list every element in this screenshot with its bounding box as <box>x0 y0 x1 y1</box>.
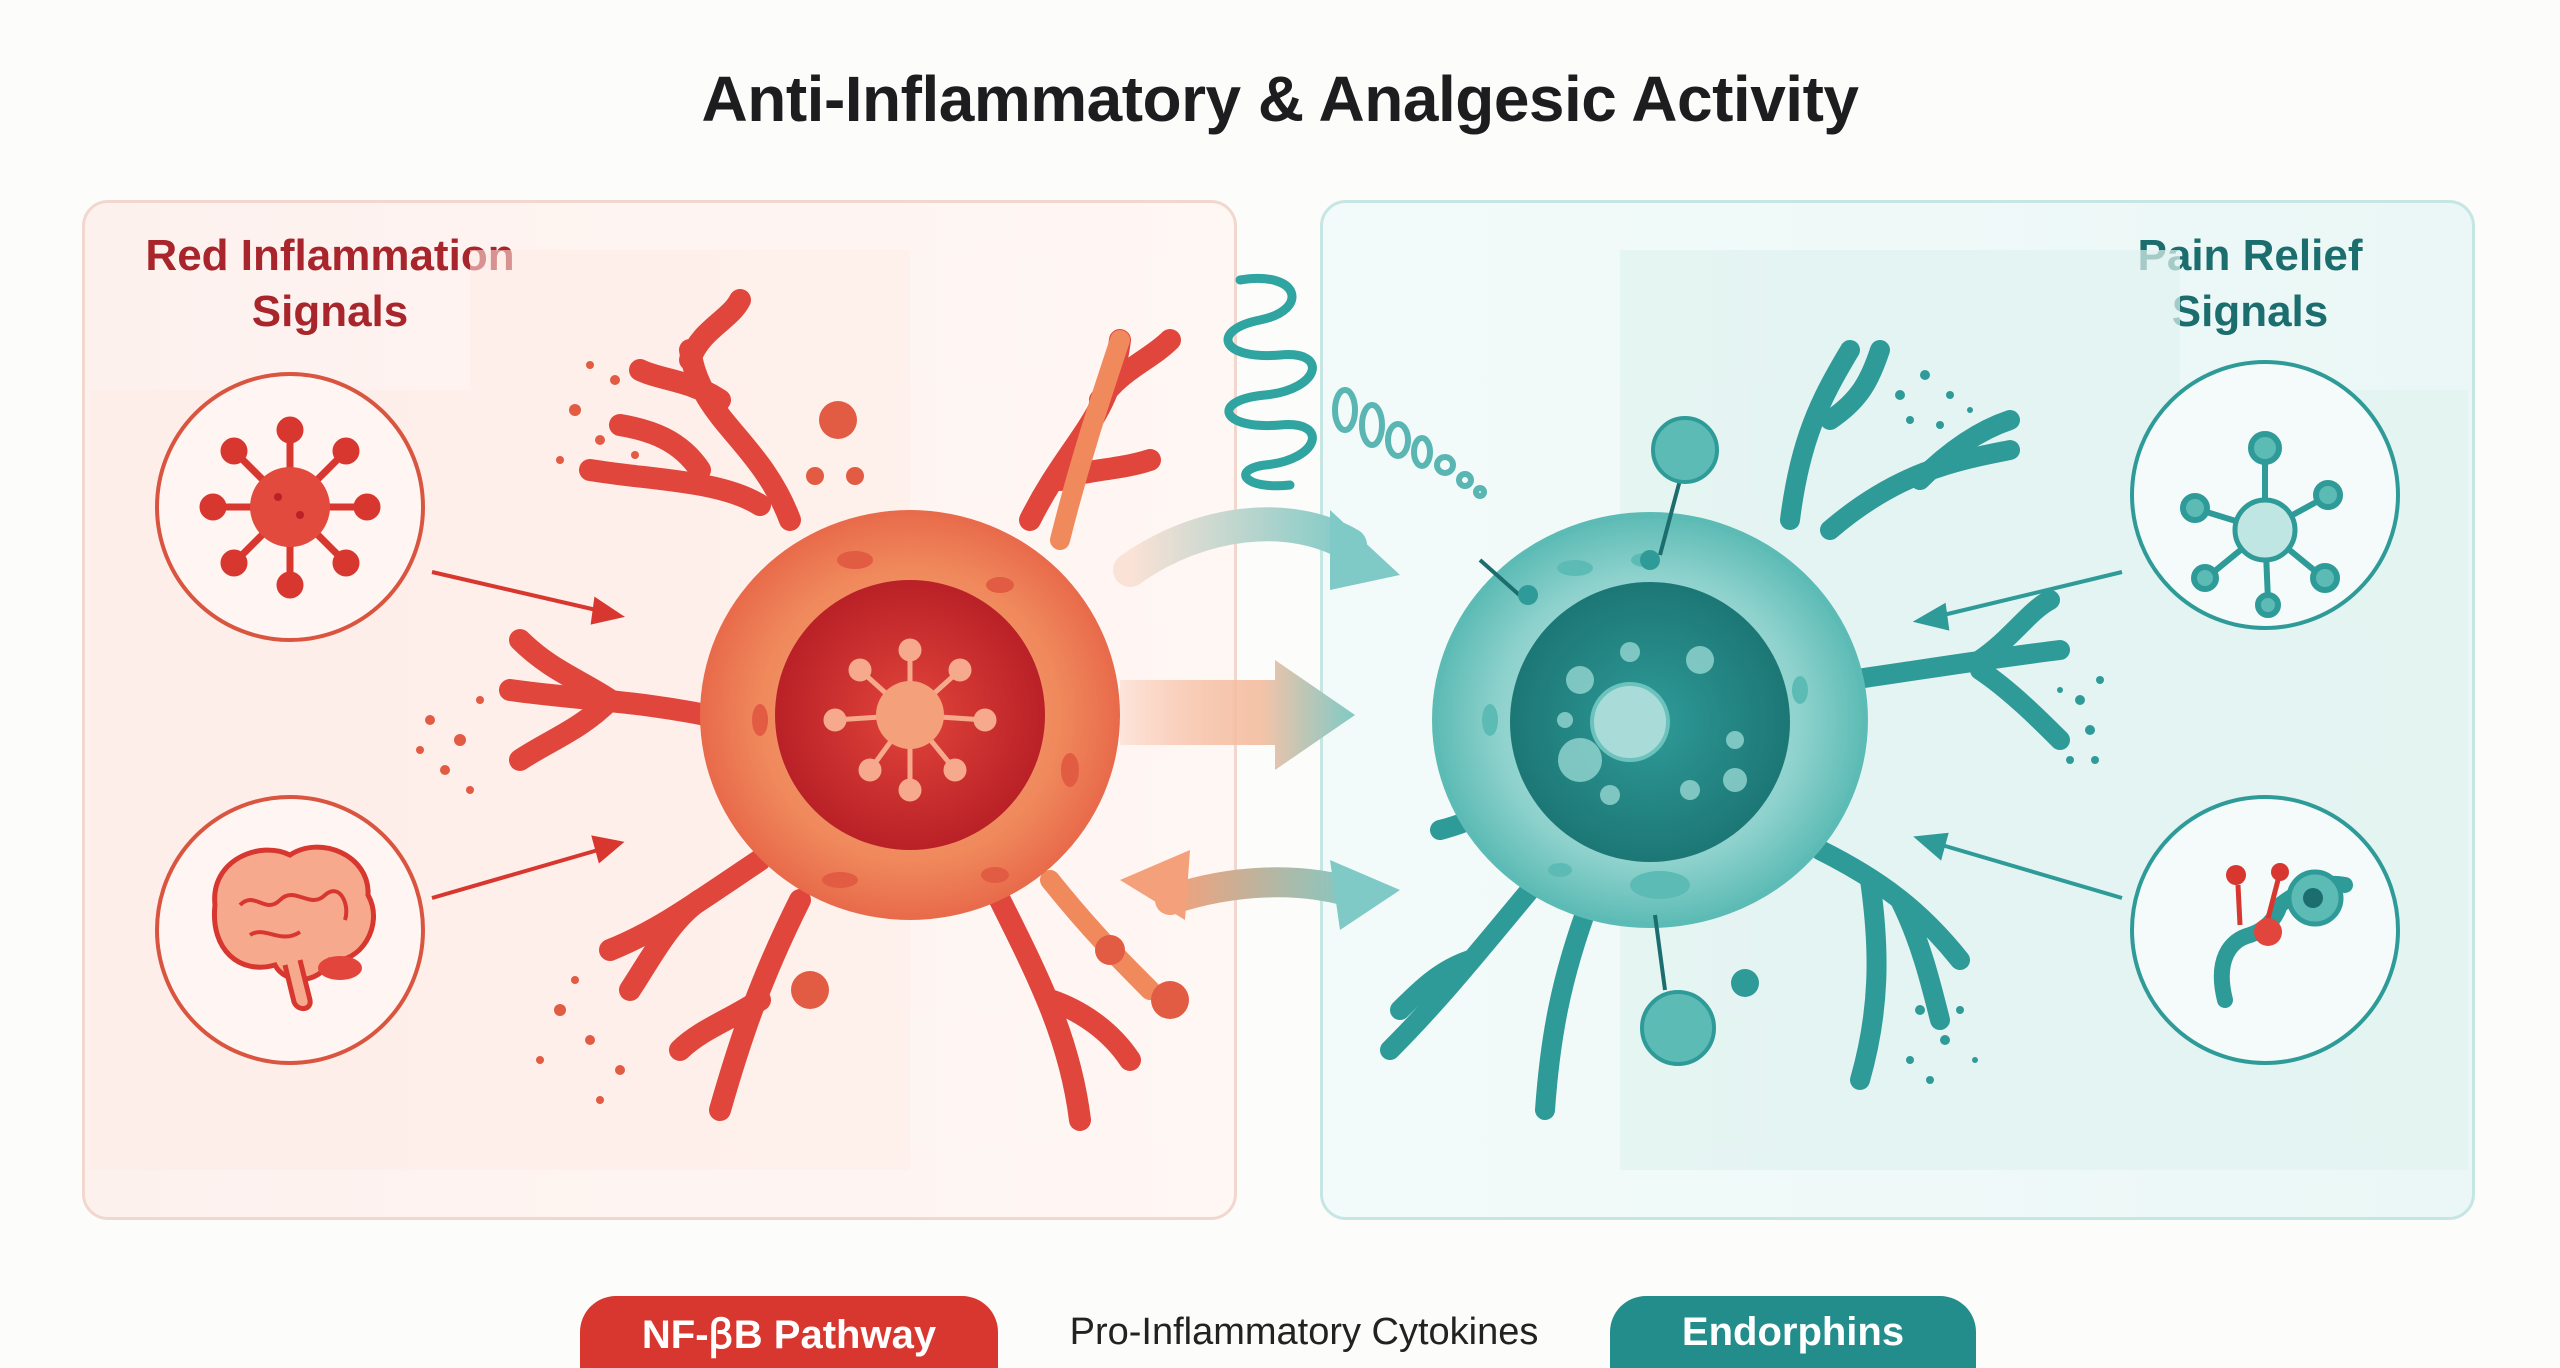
legend-endorphins: Endorphins <box>1610 1296 1976 1368</box>
receptor-icon-circle <box>2130 795 2400 1065</box>
main-signal-arrow <box>1120 660 1355 770</box>
receptor-icon <box>2213 863 2353 1008</box>
spring-signal <box>1223 274 1317 491</box>
molecule-icon-circle <box>2130 360 2400 630</box>
molecule-chain <box>1332 387 1487 499</box>
legend-nfkb-pathway: NF-ꞵB Pathway <box>580 1296 998 1368</box>
virus-icon-circle <box>155 372 425 642</box>
molecule-icon <box>2180 431 2343 618</box>
page-title: Anti-Inflammatory & Analgesic Activity <box>701 63 1859 135</box>
arrow-molecule-to-cell <box>1912 570 2123 631</box>
brain-icon-circle <box>155 795 425 1065</box>
arrow-brain-to-cell <box>431 835 625 900</box>
bidirectional-arrow <box>1120 850 1400 930</box>
virus-icon <box>199 416 381 599</box>
upper-arc-arrow <box>1113 507 1400 590</box>
relief-particles <box>1731 370 2104 1084</box>
inflammatory-particles <box>416 361 1189 1104</box>
relieved-neuron <box>1380 340 2070 1120</box>
brain-icon <box>211 844 376 1011</box>
arrow-virus-to-cell <box>431 570 626 625</box>
arrow-receptor-to-cell <box>1913 832 2123 900</box>
legend-cytokines: Pro-Inflammatory Cytokines <box>1069 1310 1539 1353</box>
